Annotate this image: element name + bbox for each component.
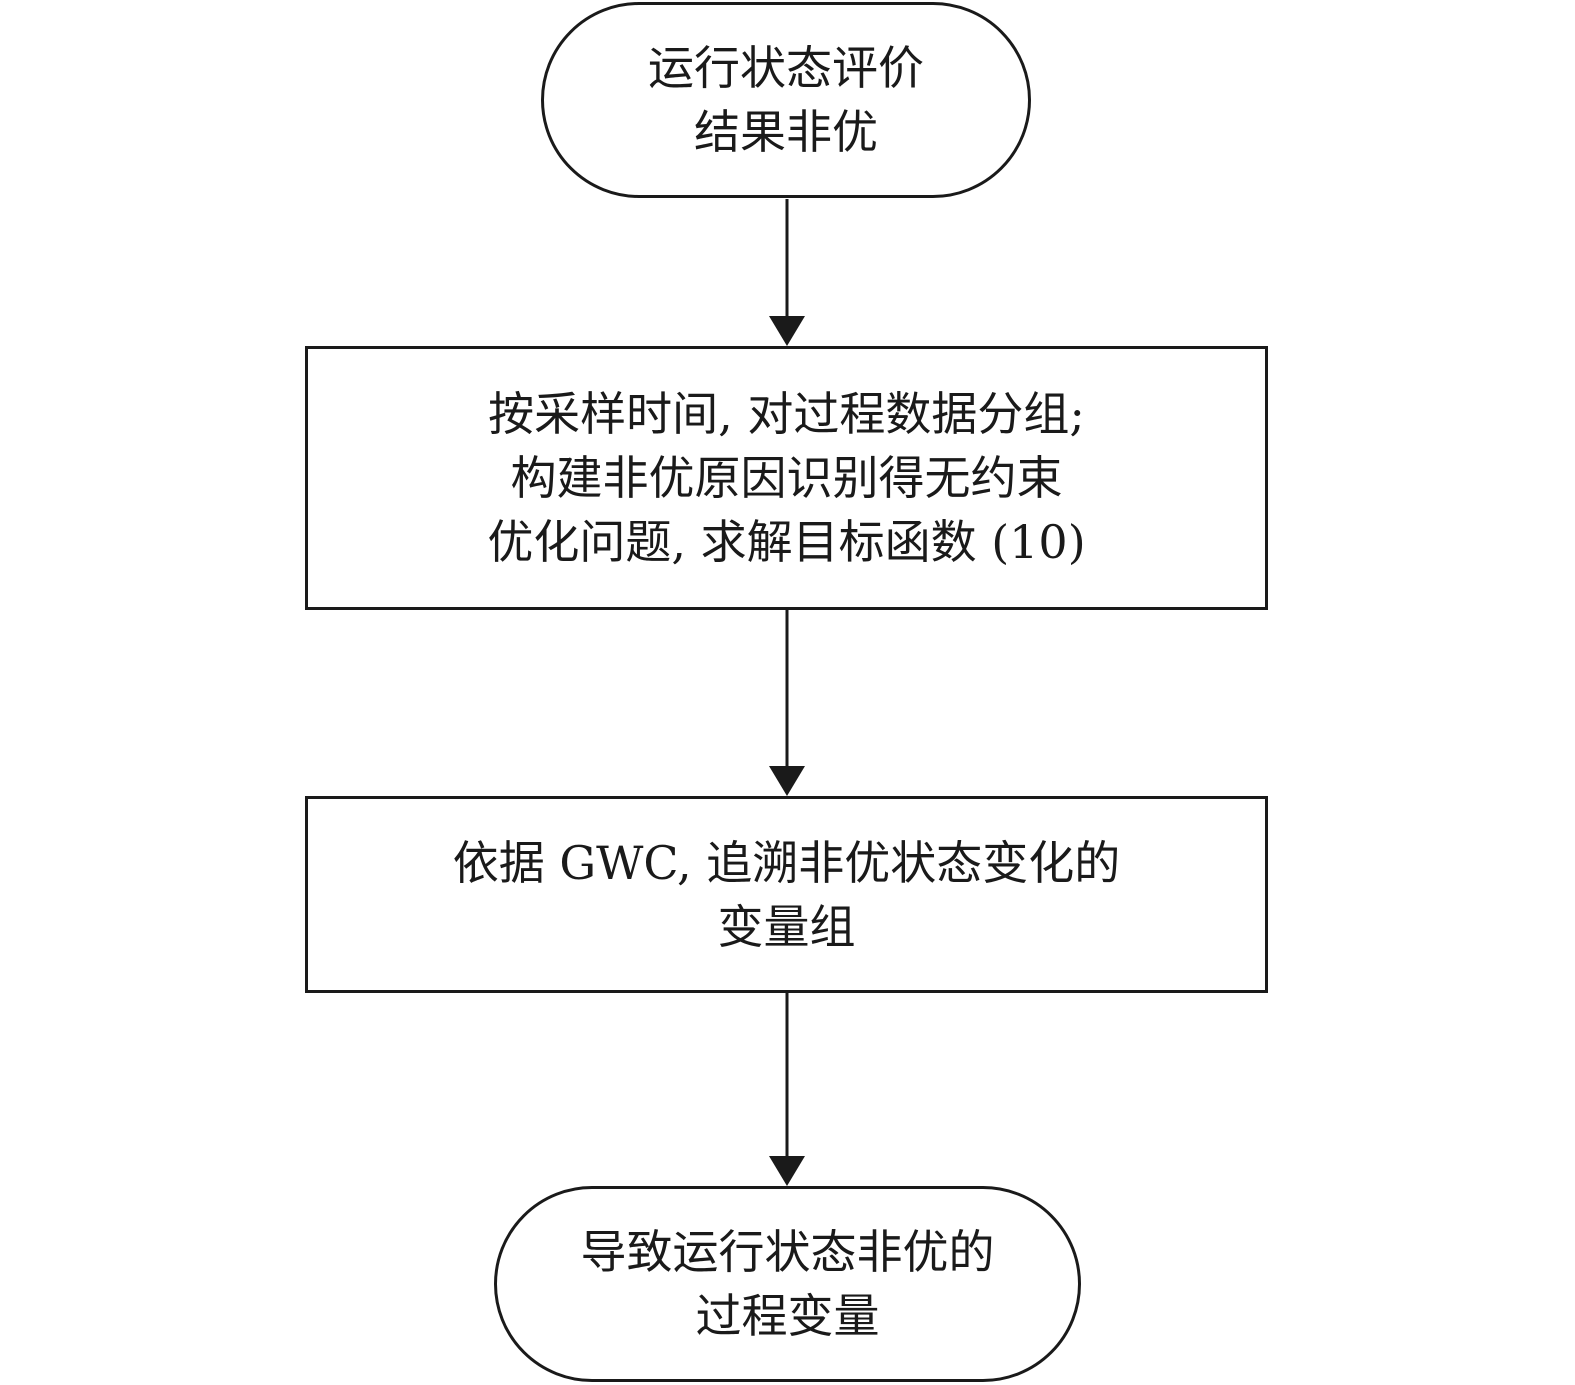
node-text-line: 变量组	[717, 899, 856, 954]
node-text-line: 过程变量	[695, 1289, 880, 1343]
start-terminal-node: 运行状态评价 结果非优	[541, 2, 1031, 198]
arrowhead-icon	[769, 316, 805, 346]
node-text-line: 依据 GWC, 追溯非优状态变化的	[452, 835, 1121, 890]
node-text-line: 优化问题, 求解目标函数 (10)	[487, 515, 1086, 569]
edge-start-to-step1	[769, 199, 805, 346]
process-node-group-data: 按采样时间, 对过程数据分组; 构建非优原因识别得无约束 优化问题, 求解目标函…	[305, 346, 1268, 610]
node-text-line: 按采样时间, 对过程数据分组;	[488, 387, 1085, 441]
node-text-line: 运行状态评价	[648, 41, 924, 95]
node-text-line: 导致运行状态非优的	[580, 1225, 995, 1279]
arrowhead-icon	[769, 766, 805, 796]
node-text-line: 构建非优原因识别得无约束	[510, 451, 1063, 505]
edge-step2-to-end	[769, 993, 805, 1186]
edge-step1-to-step2	[769, 610, 805, 796]
arrowhead-icon	[769, 1156, 805, 1186]
end-terminal-node: 导致运行状态非优的 过程变量	[494, 1186, 1081, 1382]
node-text-line: 结果非优	[694, 105, 878, 159]
process-node-trace-variables: 依据 GWC, 追溯非优状态变化的 变量组	[305, 796, 1268, 993]
